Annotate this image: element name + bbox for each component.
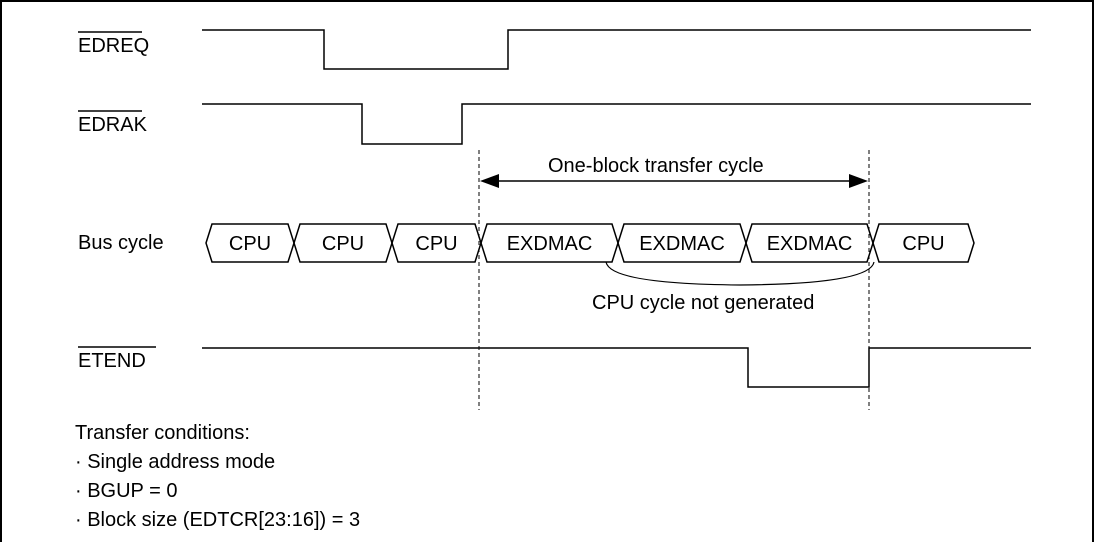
bus-cycle-label-cpu: CPU — [415, 233, 457, 255]
bus-cycle-segments: CPU CPU CPU EXDMAC EXDMAC EXDMAC CPU — [205, 223, 975, 263]
bus-cycle-label-cpu: CPU — [322, 233, 364, 255]
bus-cycle-label-cpu: CPU — [229, 233, 271, 255]
condition-item: · BGUP = 0 — [75, 480, 177, 502]
one-block-transfer-label: One-block transfer cycle — [548, 155, 764, 177]
arrow-left-head — [480, 174, 499, 188]
bus-cycle-label-exdmac: EXDMAC — [767, 233, 853, 255]
bus-cycle-label-exdmac: EXDMAC — [507, 233, 593, 255]
bus-cycle-label-exdmac: EXDMAC — [639, 233, 725, 255]
cpu-not-generated-label: CPU cycle not generated — [592, 292, 814, 314]
bus-cycle-label-cpu: CPU — [902, 233, 944, 255]
cpu-not-generated-brace — [605, 261, 875, 286]
condition-item: · Block size (EDTCR[23:16]) = 3 — [75, 509, 360, 531]
condition-item: · Single address mode — [75, 451, 275, 473]
edrak-waveform — [202, 103, 1031, 145]
edrak-label: EDRAK — [78, 114, 148, 136]
bus-cycle-label: Bus cycle — [78, 232, 164, 254]
edreq-label: EDREQ — [78, 35, 149, 57]
etend-waveform — [202, 347, 1031, 388]
conditions-title: Transfer conditions: — [75, 422, 250, 444]
arrow-right-head — [849, 174, 868, 188]
bus-cycle-segment — [872, 223, 975, 263]
edreq-waveform — [202, 29, 1031, 70]
etend-label: ETEND — [78, 350, 146, 372]
